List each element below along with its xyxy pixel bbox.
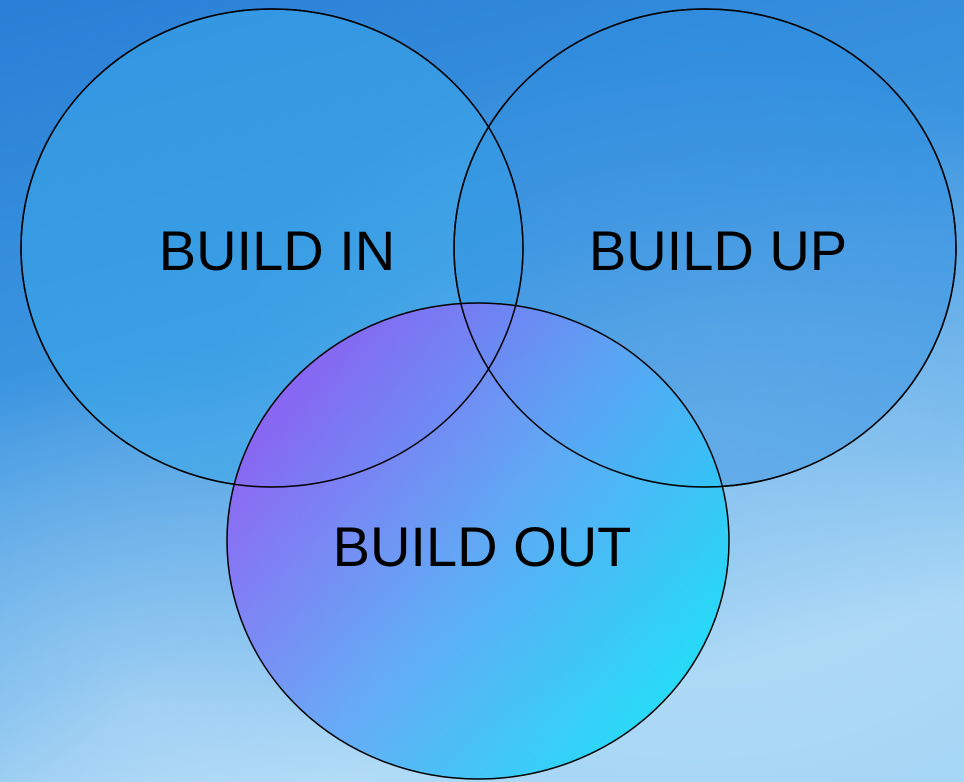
label-build-up: BUILD UP: [589, 219, 847, 282]
label-build-out: BUILD OUT: [333, 515, 632, 578]
label-build-in: BUILD IN: [159, 219, 396, 282]
